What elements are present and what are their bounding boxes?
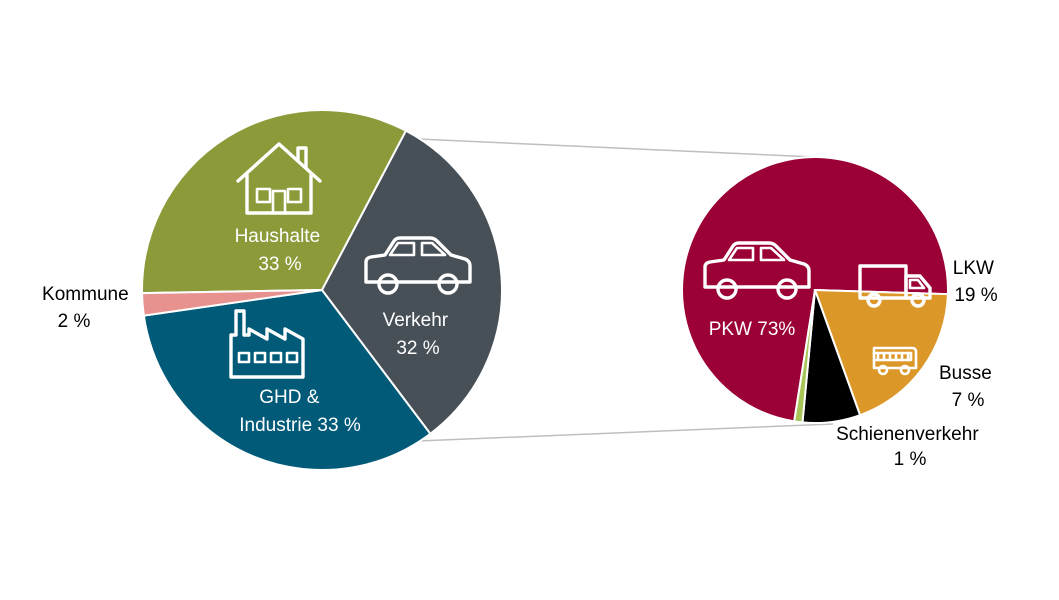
bus-icon bbox=[872, 346, 918, 376]
detail-pie-slice-schienenverkehr bbox=[793, 289, 816, 424]
connector-line-bottom bbox=[417, 423, 834, 442]
label-kommune: Kommune 2 % bbox=[42, 284, 134, 332]
main-pie-slice-ghd-industrie bbox=[142, 288, 432, 471]
factory-icon bbox=[229, 309, 305, 379]
label-pkw: PKW 73% bbox=[709, 319, 796, 340]
label-lkw: LKW 19 % bbox=[953, 258, 999, 306]
label-ghd-industrie: GHD & Industrie 33 % bbox=[239, 387, 361, 436]
truck-icon bbox=[858, 264, 932, 308]
label-schienenverkehr: Schienenverkehr 1 % bbox=[836, 424, 984, 470]
car-icon bbox=[364, 236, 472, 295]
label-haushalte: Haushalte 33 % bbox=[235, 226, 326, 275]
main-pie-slice-kommune bbox=[141, 289, 323, 317]
house-icon bbox=[236, 142, 322, 215]
label-verkehr: Verkehr 32 % bbox=[383, 310, 454, 359]
car-icon bbox=[703, 241, 811, 300]
connector-line-top bbox=[417, 138, 816, 158]
label-busse: Busse 7 % bbox=[939, 363, 997, 411]
detail-pie bbox=[681, 156, 949, 424]
connector-lines bbox=[417, 138, 834, 442]
